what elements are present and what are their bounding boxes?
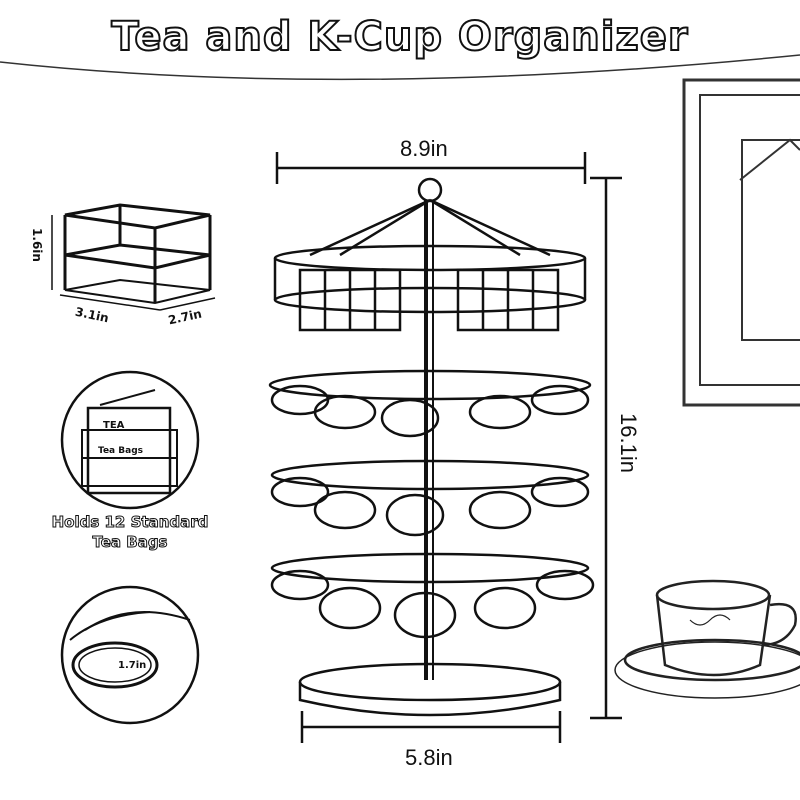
tea-box-sublabel: Tea Bags	[98, 446, 143, 456]
tea-box-label: TEA	[103, 420, 125, 431]
kcup-tier-2	[270, 459, 590, 537]
kcup-tier-1	[268, 369, 592, 438]
tea-bag-caption-line1: Holds 12 Standard	[51, 513, 209, 532]
height-label: 16.1in	[616, 413, 641, 473]
page-title: Tea and K-Cup Organizer	[110, 13, 689, 61]
top-width-dimension-line	[275, 152, 587, 184]
ring-diameter-label: 1.7in	[118, 660, 147, 671]
kcup-tier-3	[270, 552, 595, 639]
tea-basket-tier	[273, 244, 587, 332]
wall-frame-decor	[0, 54, 800, 407]
teacup-decor	[614, 579, 800, 699]
base-width-label: 5.8in	[405, 745, 453, 770]
height-dimension-line	[590, 176, 622, 720]
basket-detail-icon	[51, 203, 216, 311]
ring-detail-circle	[60, 585, 200, 725]
base-width-dimension-line	[300, 711, 562, 743]
tea-bag-caption-line2: Tea Bags	[92, 533, 168, 552]
rack-base	[298, 662, 562, 717]
basket-height-label: 1.6in	[29, 228, 44, 262]
tea-bag-detail-circle	[60, 370, 200, 510]
tea-bag-caption: Holds 12 Standard Tea Bags	[30, 512, 230, 552]
top-width-label: 8.9in	[400, 136, 448, 161]
carousel-rack	[268, 177, 595, 717]
